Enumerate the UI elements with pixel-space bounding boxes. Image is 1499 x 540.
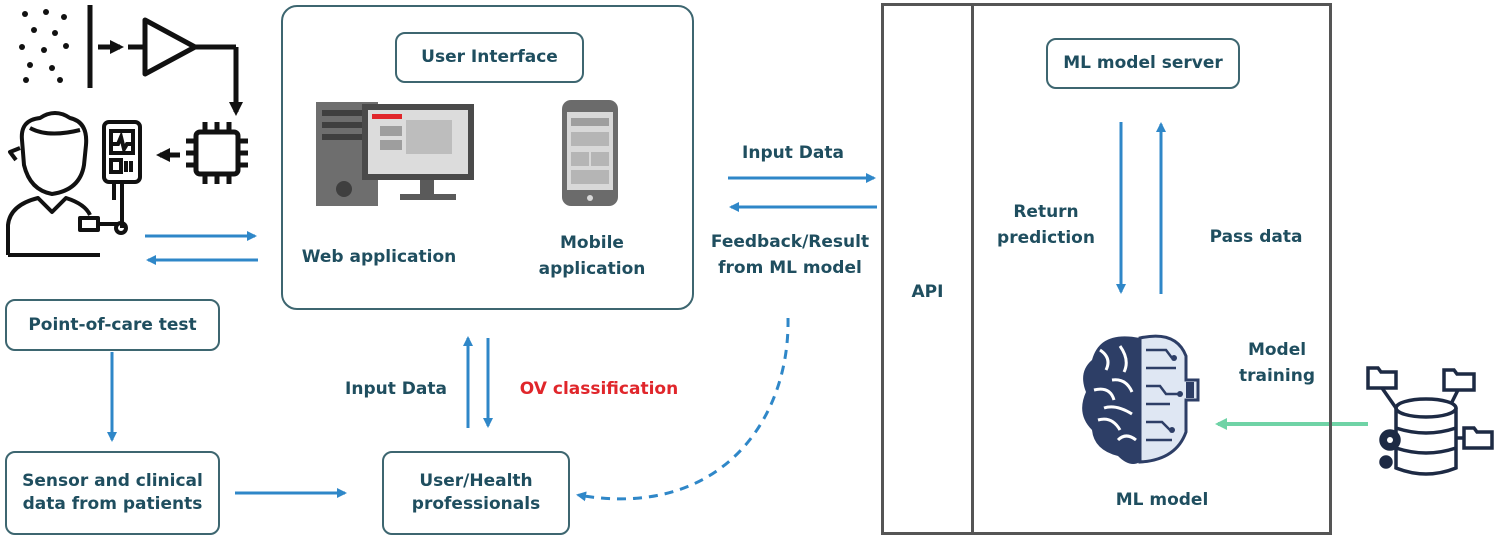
ml-model-server-box: ML model server <box>1046 38 1240 89</box>
feedback-line1: Feedback/Result <box>710 232 870 252</box>
chip-icon <box>186 122 248 184</box>
ml-model-label: ML model <box>1115 490 1209 510</box>
users-box: User/Health professionals <box>382 451 570 535</box>
smartphone-icon <box>562 100 618 206</box>
particles-icon <box>19 9 69 83</box>
return-prediction-label: Return prediction <box>987 200 1105 251</box>
training-line2: training <box>1238 365 1315 386</box>
database-folders-icon <box>1366 366 1494 476</box>
patient-icon <box>6 111 128 257</box>
dashed-feedback-arrow <box>576 317 790 502</box>
api-label: API <box>911 282 944 302</box>
sensor-data-line2: data from patients <box>22 494 203 514</box>
ui-panel <box>281 5 694 310</box>
web-application-label: Web application <box>301 247 457 267</box>
users-line2: professionals <box>411 494 541 514</box>
poc-test-label: Point-of-care test <box>28 314 197 335</box>
feedback-label: Feedback/Result from ML model <box>700 230 880 281</box>
mobile-line1: Mobile <box>560 233 624 253</box>
input-data-top-label: Input Data <box>742 143 844 163</box>
mobile-line2: application <box>538 258 646 279</box>
mobile-application-label: Mobile application <box>530 231 654 282</box>
model-training-label: Model training <box>1228 338 1326 389</box>
return-line2: prediction <box>997 227 1095 248</box>
return-line1: Return <box>1013 202 1079 222</box>
amplifier-icon <box>128 17 239 105</box>
input-data-bottom-label: Input Data <box>345 379 447 399</box>
training-line1: Model <box>1247 340 1307 360</box>
poc-test-box: Point-of-care test <box>5 299 220 351</box>
user-interface-label: User Interface <box>421 47 558 68</box>
feedback-line2: from ML model <box>718 257 862 278</box>
user-interface-box: User Interface <box>395 32 584 83</box>
brain-chip-icon <box>1082 334 1200 464</box>
sensor-data-box: Sensor and clinical data from patients <box>5 451 220 535</box>
sensor-data-line1: Sensor and clinical <box>22 471 203 492</box>
users-line1: User/Health <box>419 471 533 492</box>
desktop-computer-icon <box>316 102 474 206</box>
ov-classification-label: OV classification <box>519 379 679 399</box>
api-column <box>881 3 974 535</box>
pass-data-label: Pass data <box>1209 227 1303 247</box>
ml-model-server-label: ML model server <box>1063 53 1223 74</box>
handheld-device-icon <box>102 120 142 228</box>
